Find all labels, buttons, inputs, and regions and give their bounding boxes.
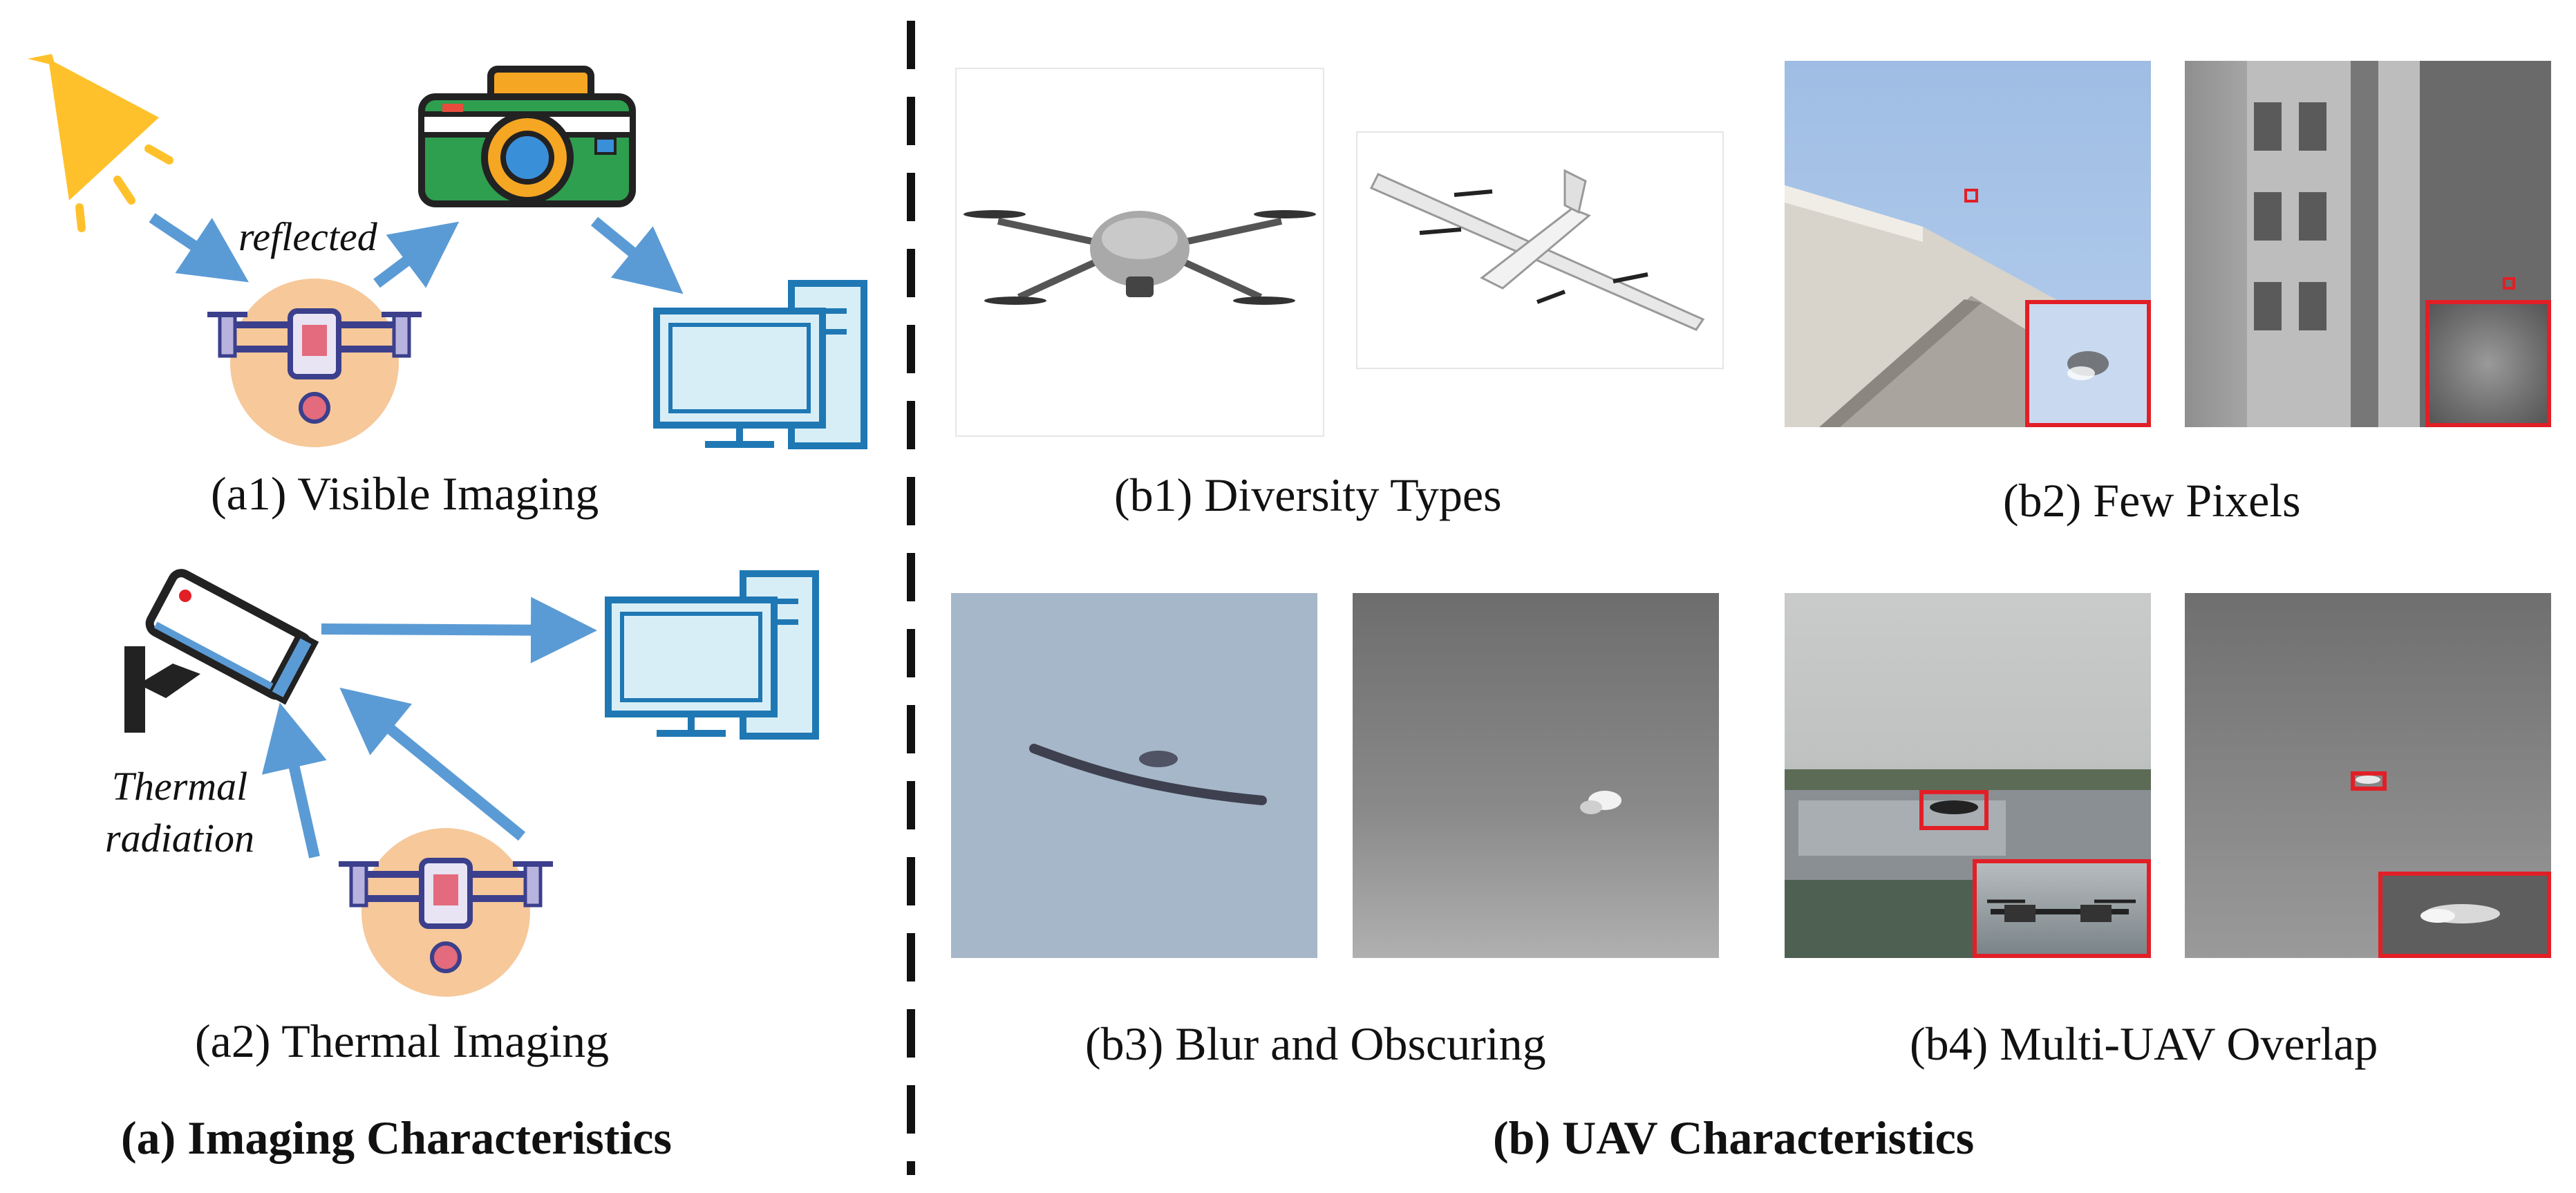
b2-thermal-photo <box>2185 61 2551 427</box>
thermal-label-line1: Thermal <box>111 764 248 809</box>
b3-caption: (b3) Blur and Obscuring <box>1085 1017 1546 1070</box>
arrow-drone-to-sensor-left <box>261 702 327 858</box>
a1-caption: (a1) Visible Imaging <box>211 467 599 520</box>
b2-visible-target-box <box>1964 189 1978 203</box>
b4-thermal-photo <box>2185 593 2551 958</box>
b1-vtol-photo <box>1356 131 1724 369</box>
a2-caption: (a2) Thermal Imaging <box>195 1015 610 1067</box>
b4-caption: (b4) Multi-UAV Overlap <box>1910 1017 2378 1070</box>
arrow-drone-to-camera <box>373 221 460 288</box>
arrow-lamp-to-drone <box>149 213 249 283</box>
b2-visible-photo <box>1785 61 2151 427</box>
thermal-label-line2: radiation <box>105 816 254 861</box>
b4-visible-target-box <box>1919 790 1989 830</box>
b2-caption: (b2) Few Pixels <box>2003 474 2301 527</box>
reflected-label: reflected <box>238 214 377 259</box>
b2-thermal-zoom-inset <box>2425 300 2551 427</box>
arrow-sensor-to-computer <box>321 596 597 664</box>
b4-visible-zoom-inset <box>1973 859 2151 958</box>
b3-visible-photo <box>951 593 1317 958</box>
arrow-drone-to-sensor-right <box>339 687 526 841</box>
b4-thermal-zoom-inset <box>2378 872 2551 958</box>
b2-thermal-target-box <box>2503 277 2515 290</box>
b4-visible-photo <box>1785 593 2151 958</box>
b1-quadcopter-photo <box>955 68 1324 437</box>
arrow-camera-to-computer <box>590 216 684 294</box>
b4-thermal-target-box <box>2351 771 2387 791</box>
right-panel-title: (b) UAV Characteristics <box>1493 1111 1975 1164</box>
left-panel-title: (a) Imaging Characteristics <box>121 1111 672 1164</box>
thermal-radiation-label: Thermal radiation <box>69 760 290 865</box>
b3-thermal-photo <box>1353 593 1719 958</box>
b1-caption: (b1) Diversity Types <box>1114 469 1502 521</box>
b2-visible-zoom-inset <box>2025 300 2151 427</box>
